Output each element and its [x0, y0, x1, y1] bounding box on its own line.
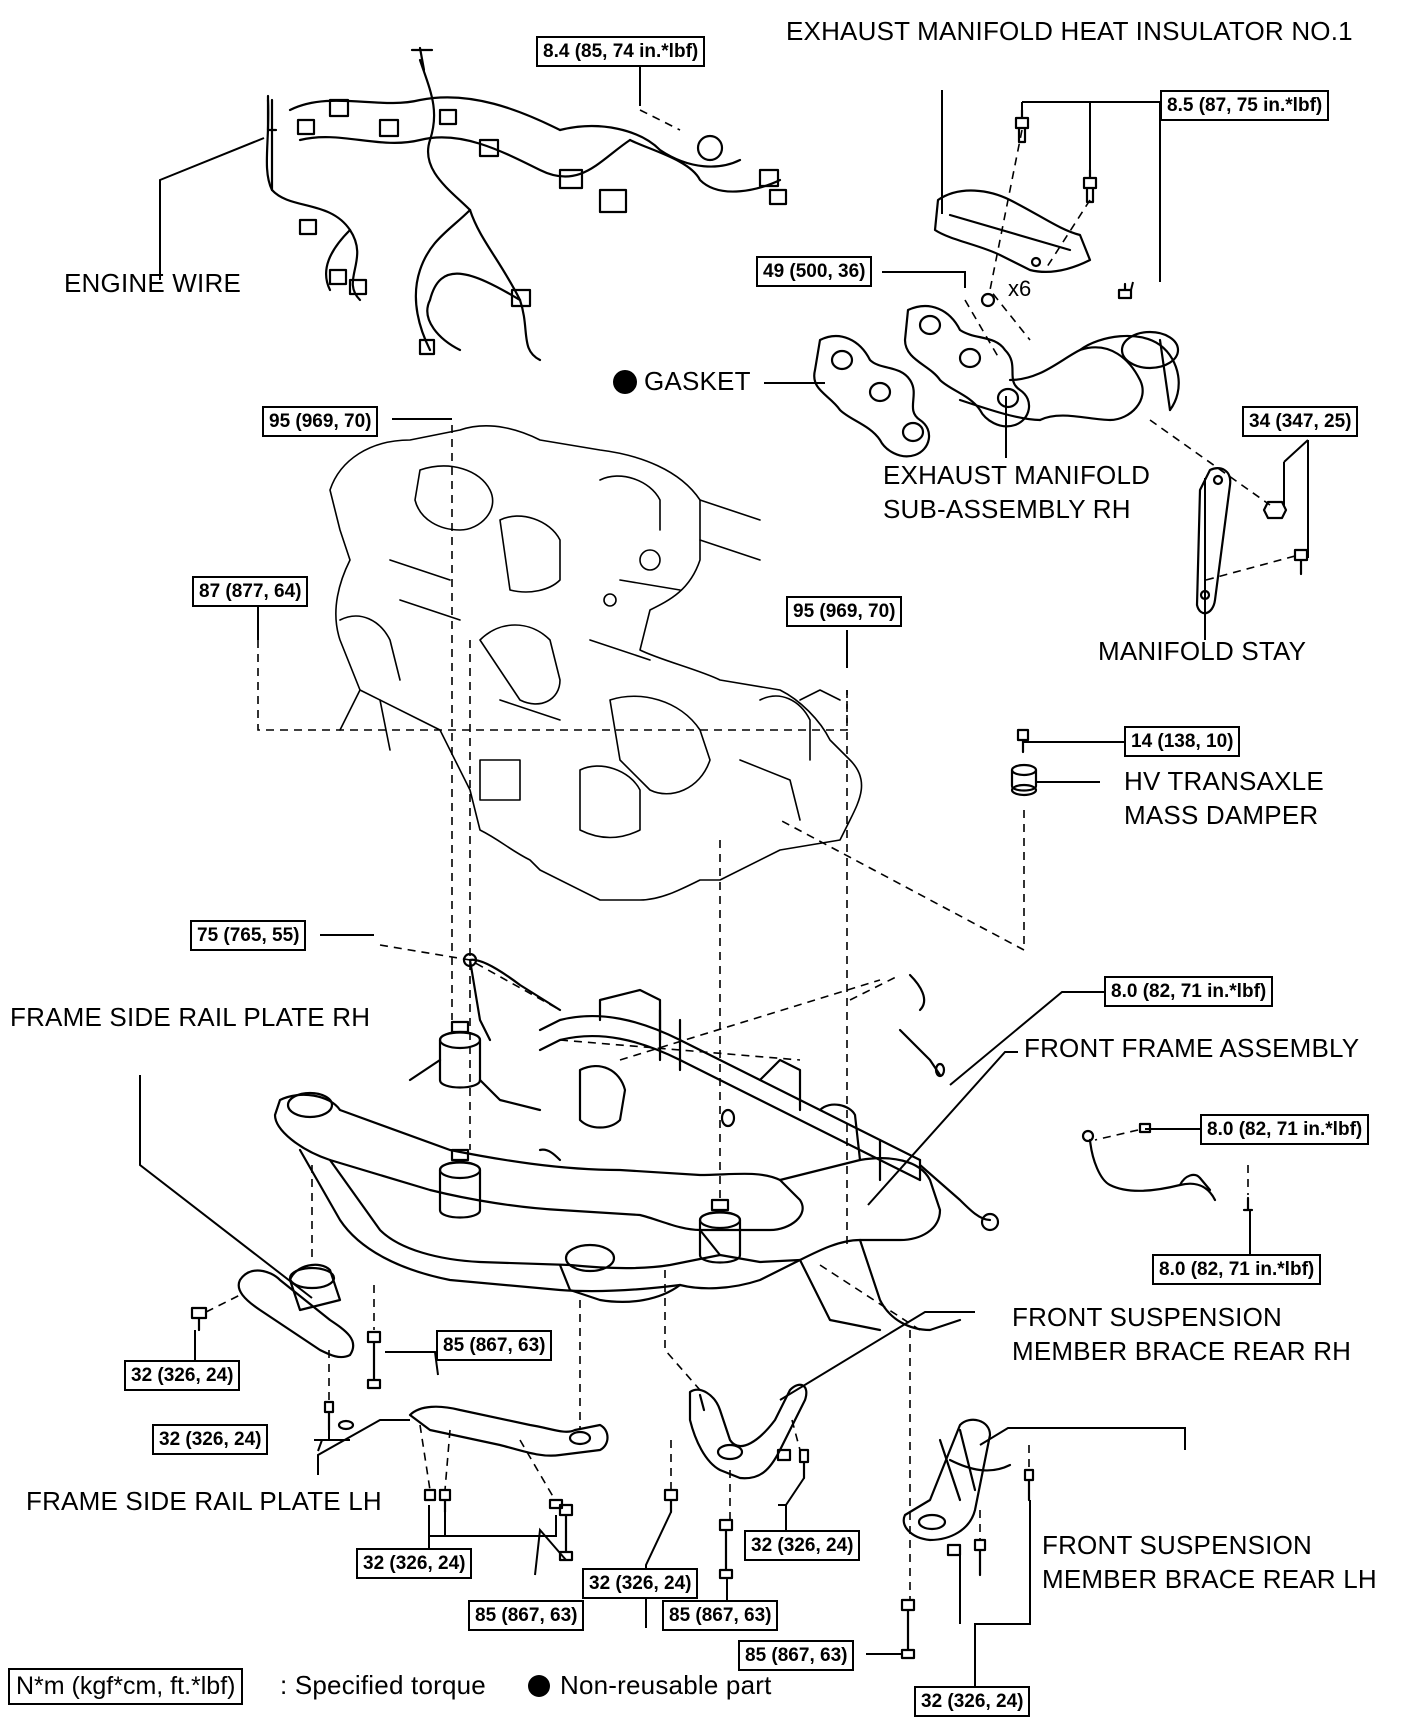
torque-right-mount: 95 (969, 70) [786, 596, 903, 627]
torque-manifold-nut: 49 (500, 36) [756, 256, 873, 287]
torque-lh-plate: 32 (326, 24) [356, 1548, 473, 1579]
frame-rail-lh-label: FRAME SIDE RAIL PLATE LH [26, 1486, 382, 1516]
brace-lh-label-2: MEMBER BRACE REAR LH [1042, 1564, 1377, 1594]
torque-rh-plate-lower: 32 (326, 24) [152, 1424, 269, 1455]
legend-nonreusable: Non-reusable part [528, 1670, 772, 1701]
torque-frame-sensor: 8.0 (82, 71 in.*lbf) [1104, 976, 1274, 1007]
hv-damper-label-2: MASS DAMPER [1124, 800, 1319, 830]
manifold-stay-label: MANIFOLD STAY [1098, 636, 1307, 666]
torque-left-mount: 87 (877, 64) [192, 576, 309, 607]
torque-lh-plate-long: 85 (867, 63) [468, 1600, 585, 1631]
torque-brace-rh-center: 32 (326, 24) [582, 1568, 699, 1599]
torque-sensor-top: 8.0 (82, 71 in.*lbf) [1200, 1114, 1370, 1145]
front-frame-drawing [273, 952, 1000, 1332]
engine-wire-drawing [265, 46, 788, 362]
legend-unit-text: : Specified torque [280, 1670, 486, 1700]
brace-lh-label-1: FRONT SUSPENSION [1042, 1530, 1312, 1560]
torque-brace-lh-bolt: 32 (326, 24) [914, 1686, 1031, 1717]
nonreusable-dot [613, 370, 637, 394]
torque-brace-rh-long: 85 (867, 63) [662, 1600, 779, 1631]
brace-rh-label-1: FRONT SUSPENSION [1012, 1302, 1282, 1332]
torque-heat-insulator: 8.5 (87, 75 in.*lbf) [1160, 90, 1330, 121]
torque-manifold-stay: 34 (347, 25) [1242, 406, 1359, 437]
nonreusable-dot-icon [528, 1675, 550, 1697]
manifold-stay-drawing [1195, 467, 1309, 615]
torque-rh-plate-bolt: 32 (326, 24) [124, 1360, 241, 1391]
engine-wire-label: ENGINE WIRE [64, 268, 241, 298]
torque-tie-rod: 75 (765, 55) [190, 920, 307, 951]
legend-nonreusable-text: Non-reusable part [560, 1670, 772, 1700]
brace-rear-lh-drawing [900, 1418, 1035, 1660]
brace-rh-label-2: MEMBER BRACE REAR RH [1012, 1336, 1352, 1366]
torque-sensor-bottom: 8.0 (82, 71 in.*lbf) [1152, 1254, 1322, 1285]
exhaust-manifold-label-2: SUB-ASSEMBLY RH [883, 494, 1131, 524]
torque-mass-damper: 14 (138, 10) [1124, 726, 1241, 757]
front-frame-label: FRONT FRAME ASSEMBLY [1024, 1033, 1360, 1063]
legend-unit-box: N*m (kgf*cm, ft.*lbf) [8, 1668, 244, 1705]
torque-engine-mount-top: 95 (969, 70) [262, 406, 379, 437]
hv-damper-label-1: HV TRANSAXLE [1124, 766, 1324, 796]
gasket-label: GASKET [644, 366, 751, 396]
heat-insulator-drawing [933, 108, 1133, 300]
exhaust-insulator-label: EXHAUST MANIFOLD HEAT INSULATOR NO.1 [786, 16, 1353, 46]
torque-rh-plate-long: 85 (867, 63) [436, 1330, 553, 1361]
torque-engine-wire: 8.4 (85, 74 in.*lbf) [536, 36, 706, 67]
torque-brace-rh-bolt: 32 (326, 24) [744, 1530, 861, 1561]
engine-transaxle-drawing [329, 425, 863, 901]
torque-brace-lh-long: 85 (867, 63) [738, 1640, 855, 1671]
frame-rail-rh-label: FRAME SIDE RAIL PLATE RH [10, 1002, 371, 1032]
quantity-x6: x6 [1008, 276, 1032, 301]
frame-rail-rh-drawing [190, 1263, 382, 1432]
gasket-drawing [813, 335, 931, 458]
exhaust-manifold-drawing [903, 292, 1180, 428]
exhaust-manifold-label-1: EXHAUST MANIFOLD [883, 460, 1151, 490]
mass-damper-drawing [1010, 728, 1038, 797]
frame-rail-lh-drawing [408, 1405, 609, 1562]
